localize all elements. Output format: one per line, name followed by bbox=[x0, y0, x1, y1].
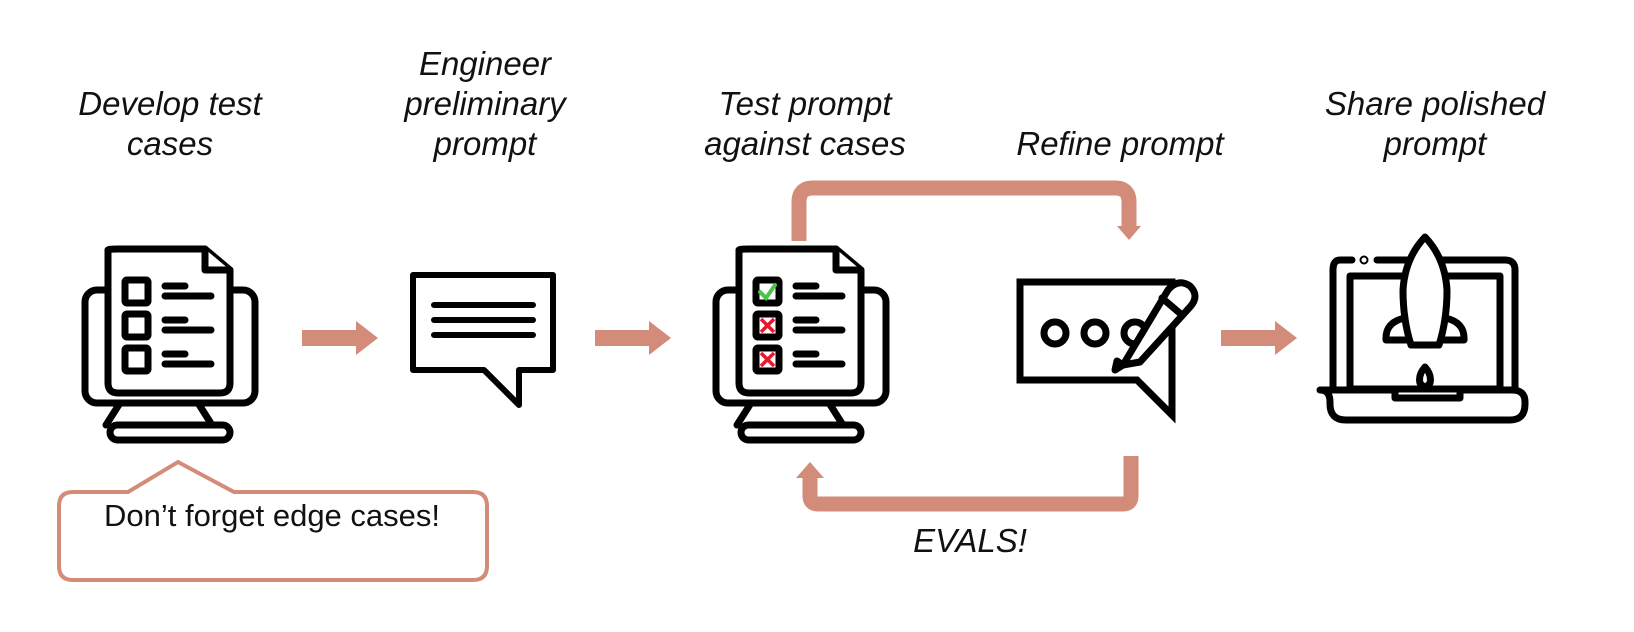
flow-arrow-3 bbox=[1221, 321, 1297, 355]
monitor-checklist-icon bbox=[81, 245, 259, 444]
cross-mark-icon bbox=[759, 317, 776, 334]
step-label-test-prompt: Test prompt against cases bbox=[704, 85, 906, 162]
laptop-rocket-icon bbox=[1316, 233, 1529, 424]
loop-arrowhead-back bbox=[796, 462, 824, 478]
loop-arrowhead-forward bbox=[1117, 226, 1141, 240]
loop-label: EVALS! bbox=[913, 522, 1027, 559]
loop-arrow-back bbox=[802, 456, 1139, 512]
flow-arrow-1 bbox=[302, 321, 378, 355]
loop-arrow-forward bbox=[791, 180, 1137, 241]
callout-bubble bbox=[57, 459, 489, 582]
cross-mark-icon bbox=[759, 351, 776, 368]
step-label-refine-prompt: Refine prompt bbox=[1016, 125, 1224, 162]
monitor-checklist-results-icon bbox=[712, 245, 890, 444]
step-label-share-prompt: Share polished prompt bbox=[1324, 85, 1546, 162]
speech-bubble-lines-icon bbox=[410, 272, 556, 408]
flow-arrow-2 bbox=[595, 321, 671, 355]
step-label-develop-test-cases: Develop test cases bbox=[78, 85, 262, 162]
step-label-engineer-prompt: Engineer preliminary prompt bbox=[404, 45, 566, 162]
callout-text: Don’t forget edge cases! bbox=[103, 498, 441, 533]
check-mark-icon bbox=[758, 283, 777, 302]
speech-bubble-pencil-icon bbox=[1016, 278, 1199, 424]
